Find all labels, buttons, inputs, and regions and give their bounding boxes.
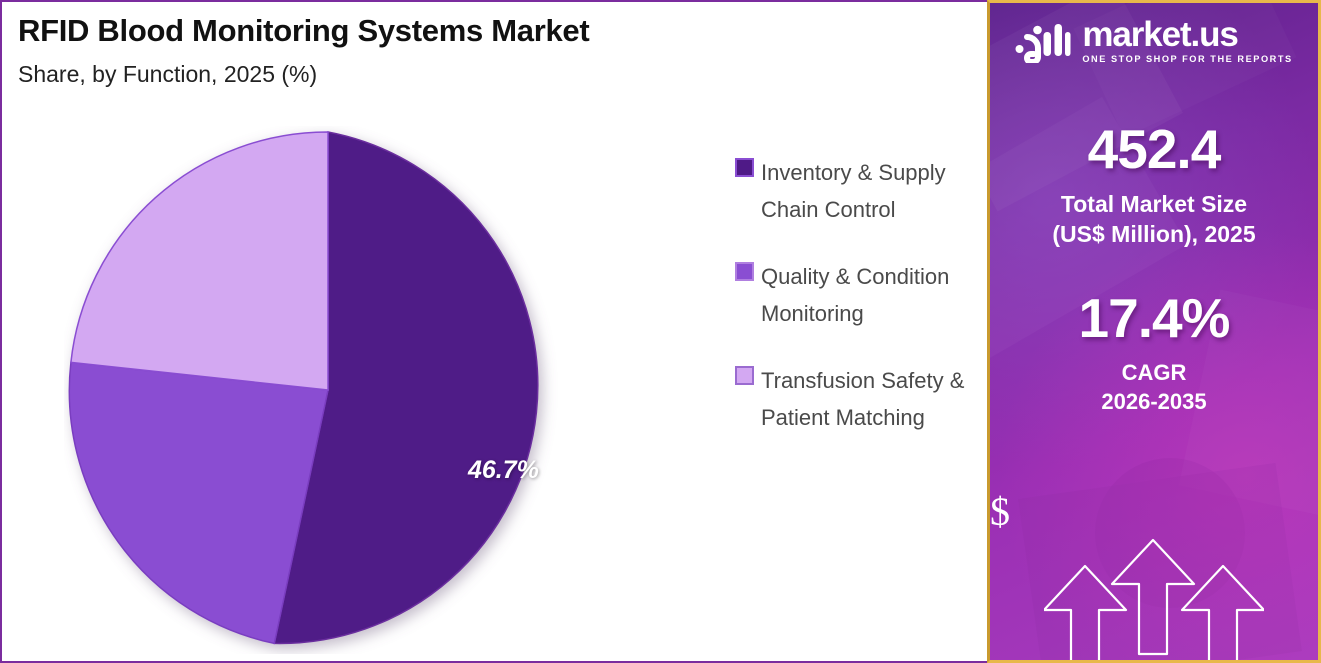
legend-item-label: Quality & Condition Monitoring [761,264,950,326]
legend-swatch-icon [735,366,754,385]
title-block: RFID Blood Monitoring Systems Market Sha… [18,12,590,90]
pie-slice-inventory-supply-chain-control [273,131,539,645]
market-size-caption-line2: (US$ Million), 2025 [1052,220,1256,247]
brand-name: market.us [1082,15,1239,54]
legend-item-transfusion-safety-patient-matching[interactable]: Transfusion Safety & Patient Matching [735,362,980,436]
cagr-caption-line2: 2026-2035 [1101,389,1207,415]
page-title: RFID Blood Monitoring Systems Market [18,13,590,48]
market-size-caption: Total Market Size (US$ Million), 2025 [990,190,1318,249]
legend-item-inventory-supply-chain-control[interactable]: Inventory & Supply Chain Control [735,154,980,228]
market-size-value: 452.4 [1087,118,1222,181]
cagr-caption: CAGR 2026-2035 [990,358,1318,416]
chart-panel: RFID Blood Monitoring Systems Market Sha… [0,0,987,663]
legend-item-label: Inventory & Supply Chain Control [761,160,946,222]
pie-chart: 46.7% [64,126,592,654]
legend-item-quality-condition-monitoring[interactable]: Quality & Condition Monitoring [735,258,980,332]
summary-panel: market.us ONE STOP SHOP FOR THE REPORTS … [987,0,1321,663]
chart-legend: Inventory & Supply Chain Control Quality… [735,154,980,466]
summary-content: market.us ONE STOP SHOP FOR THE REPORTS … [990,17,1318,416]
page-subtitle: Share, by Function, 2025 (%) [18,60,318,87]
dollar-sign-icon: $ [990,489,1010,534]
pie-slice-transfusion-safety-patient-matching [70,131,329,391]
brand-logo[interactable]: market.us ONE STOP SHOP FOR THE REPORTS [990,17,1318,64]
growth-arrows [990,532,1318,660]
pie-chart-svg [68,131,539,645]
growth-arrows-icon [1044,538,1264,660]
legend-swatch-icon [735,158,754,177]
market-us-logo-icon [1015,23,1071,63]
cagr-value: 17.4% [1078,287,1231,350]
brand-tagline: ONE STOP SHOP FOR THE REPORTS [1082,54,1293,64]
legend-swatch-icon [735,262,754,281]
pie-slice-quality-condition-monitoring [68,361,329,645]
market-size-caption-line1: Total Market Size [1060,191,1248,218]
legend-item-label: Transfusion Safety & Patient Matching [761,368,965,430]
pie-slice-value-label: 46.7% [468,456,539,484]
cagr-caption-line1: CAGR [1121,360,1187,386]
brand-text: market.us ONE STOP SHOP FOR THE REPORTS [1082,17,1292,64]
